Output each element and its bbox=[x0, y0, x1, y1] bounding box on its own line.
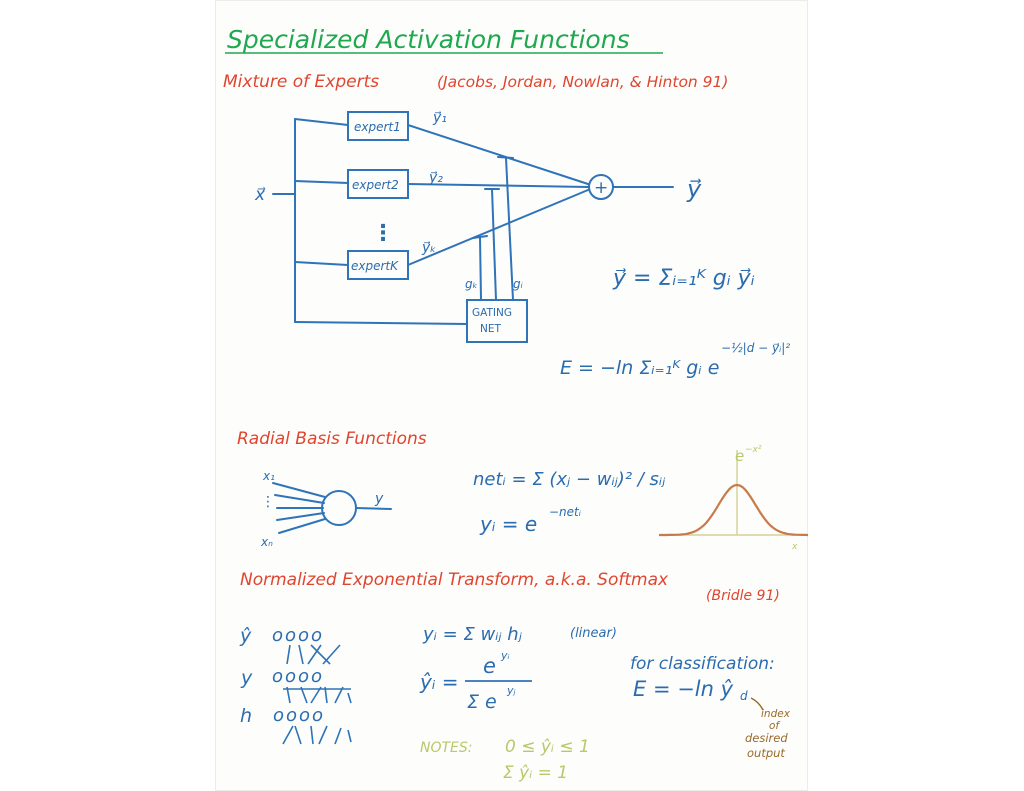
softmax-network: ŷ oooo y oooo h oooo bbox=[239, 625, 352, 745]
gaussian-curve bbox=[659, 483, 808, 537]
gate-line-k bbox=[479, 236, 482, 301]
rbf-input-line-4 bbox=[276, 512, 325, 521]
softmax-formula-lhs: ŷᵢ = bbox=[419, 670, 459, 694]
rbf-output-line bbox=[355, 507, 392, 510]
rbf-formula-net: netᵢ = Σ (xⱼ − wᵢⱼ)² / sᵢⱼ bbox=[473, 469, 666, 490]
input-line-expert2 bbox=[294, 180, 349, 184]
expert-2-output-label: y⃗₂ bbox=[428, 170, 443, 186]
softmax-formula-denominator-exponent: yⱼ bbox=[506, 684, 516, 697]
index-note-1: index bbox=[761, 708, 791, 720]
summation-plus: + bbox=[594, 178, 608, 198]
mixture-citation: (Jacobs, Jordan, Nowlan, & Hinton 91) bbox=[437, 73, 728, 91]
rbf-output-label: y bbox=[374, 491, 384, 507]
input-line-expert1 bbox=[294, 118, 349, 126]
gating-net-box bbox=[466, 299, 528, 343]
input-line-expertk bbox=[294, 261, 349, 266]
gate-i-label: gᵢ bbox=[513, 277, 523, 291]
input-label: x⃗ bbox=[254, 185, 266, 205]
note-1: 0 ≤ ŷᵢ ≤ 1 bbox=[505, 737, 590, 757]
gaussian-x-label: x bbox=[791, 542, 798, 552]
mixture-diagram: expert1 expert2 expertK ⋮ y⃗₁ y⃗₂ y⃗ₖ gₖ… bbox=[254, 110, 702, 343]
layer-nodes-h: oooo bbox=[273, 705, 325, 726]
classification-formula: E = −ln ŷ bbox=[633, 677, 734, 701]
rbf-input-dots: ⋮ bbox=[261, 494, 275, 510]
expert-1-output-label: y⃗₁ bbox=[432, 110, 447, 126]
expert-2-label: expert2 bbox=[352, 178, 399, 192]
classification-label: for classification: bbox=[630, 654, 775, 674]
rbf-formula-y: yᵢ = e bbox=[479, 512, 537, 536]
index-note-2: of bbox=[769, 720, 781, 732]
softmax-formula-numerator: e bbox=[483, 654, 496, 678]
input-line-gating bbox=[294, 321, 468, 325]
rbf-diagram: x₁ ⋮ xₙ y bbox=[260, 469, 392, 549]
expert-k-output-line bbox=[407, 189, 589, 266]
expert-2-output-line bbox=[407, 183, 589, 188]
rbf-formula-y-exponent: −netᵢ bbox=[549, 505, 581, 519]
gaussian-label-exponent: −x² bbox=[745, 445, 762, 455]
softmax-heading: Normalized Exponential Transform, a.k.a.… bbox=[240, 570, 669, 590]
paper-sheet: Specialized Activation Functions Mixture… bbox=[215, 0, 808, 791]
note-2: Σ ŷᵢ = 1 bbox=[503, 763, 568, 783]
expert-1-label: expert1 bbox=[354, 120, 401, 134]
index-note-4: output bbox=[747, 746, 785, 760]
output-label: y⃗ bbox=[686, 175, 702, 203]
gaussian-label: e bbox=[735, 447, 744, 465]
rbf-unit bbox=[321, 490, 357, 526]
notes-drawing: Specialized Activation Functions Mixture… bbox=[223, 25, 808, 783]
expert-1-output-line bbox=[407, 124, 589, 185]
rbf-input-x1: x₁ bbox=[262, 469, 275, 483]
index-note-3: desired bbox=[745, 731, 788, 745]
expert-k-output-label: y⃗ₖ bbox=[421, 240, 436, 256]
formula-error-exponent: −½|d − y⃗ᵢ|² bbox=[721, 341, 790, 355]
mixture-heading: Mixture of Experts bbox=[223, 72, 379, 92]
gate-line-1 bbox=[505, 157, 514, 301]
softmax-citation: (Bridle 91) bbox=[706, 588, 780, 604]
experts-ellipsis: ⋮ bbox=[372, 221, 394, 246]
index-note-arrow bbox=[750, 697, 764, 711]
gate-k-label: gₖ bbox=[465, 277, 478, 291]
layer-label-yhat: ŷ bbox=[239, 625, 252, 647]
gating-net-label-1: GATING bbox=[472, 307, 512, 319]
gaussian-plot: e −x² x bbox=[659, 445, 808, 552]
layer-nodes-yhat: oooo bbox=[272, 625, 324, 646]
gating-net-label-2: NET bbox=[480, 323, 501, 335]
softmax-formula-linear: yᵢ = Σ wᵢⱼ hⱼ bbox=[422, 624, 523, 645]
rbf-input-line-5 bbox=[278, 518, 326, 534]
page-title: Specialized Activation Functions bbox=[227, 25, 630, 54]
layer-label-h: h bbox=[240, 705, 252, 727]
classification-subscript: d bbox=[740, 689, 748, 703]
rbf-input-xn: xₙ bbox=[260, 535, 273, 549]
formula-error: E = −ln Σᵢ₌₁ᴷ gᵢ e bbox=[560, 357, 719, 379]
formula-output: y⃗ = Σᵢ₌₁ᴷ gᵢ y⃗ᵢ bbox=[612, 266, 755, 291]
softmax-formula-denominator: Σ e bbox=[467, 691, 497, 713]
rbf-heading: Radial Basis Functions bbox=[237, 429, 427, 449]
notes-label: NOTES: bbox=[420, 740, 473, 756]
rbf-input-line-1 bbox=[272, 482, 326, 498]
layer-nodes-y: oooo bbox=[272, 666, 324, 687]
layer-label-y: y bbox=[240, 667, 253, 689]
gate-line-2 bbox=[491, 188, 497, 301]
softmax-formula-numerator-exponent: yᵢ bbox=[500, 649, 510, 662]
softmax-connections bbox=[282, 644, 352, 745]
expert-k-label: expertK bbox=[351, 259, 399, 273]
rbf-input-line-2 bbox=[274, 494, 325, 504]
softmax-linear-note: (linear) bbox=[570, 626, 617, 641]
